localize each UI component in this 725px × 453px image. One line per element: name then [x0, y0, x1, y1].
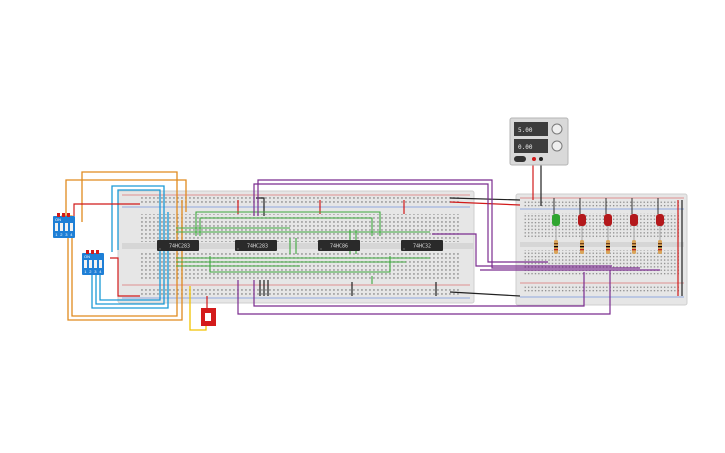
ic-chip-label: 74HC32	[413, 244, 431, 250]
led	[656, 198, 664, 240]
power-supply: 5.00 0.00	[509, 117, 569, 166]
led	[630, 198, 638, 240]
ic-chip-label: 74HC86	[330, 244, 348, 250]
green-wire	[209, 256, 391, 273]
dip-toggle[interactable]	[84, 260, 87, 268]
ic-chip-label: 74HC283	[169, 244, 190, 250]
led	[578, 198, 586, 240]
voltage-knob[interactable]	[551, 123, 563, 135]
slide-switch[interactable]	[201, 308, 216, 326]
ic-chip-label: 74HC283	[247, 244, 268, 250]
orange-wire	[65, 179, 187, 220]
black-wire	[256, 197, 265, 216]
purple-wire	[257, 179, 640, 269]
current-knob[interactable]	[551, 140, 563, 152]
purple-wire	[432, 233, 612, 267]
dip-toggle[interactable]	[70, 223, 73, 231]
resistor	[554, 240, 558, 254]
current-readout: 0.00	[518, 144, 533, 151]
resistor	[580, 240, 584, 254]
dip-switch-caps	[57, 213, 99, 254]
dip-toggle[interactable]	[89, 260, 92, 268]
dip-pin-number: 3	[94, 269, 97, 274]
resistor	[606, 240, 610, 254]
led	[604, 198, 612, 240]
green-wire	[199, 217, 373, 236]
black-wire	[449, 197, 521, 201]
ic-chip[interactable]: 74HC32	[401, 240, 443, 251]
red-wire	[449, 201, 521, 206]
dip-toggle[interactable]	[55, 223, 58, 231]
dip-pin-number: 4	[99, 269, 102, 274]
purple-wire	[253, 272, 585, 307]
power-button[interactable]	[514, 156, 526, 162]
dip-switch-on-label: ON	[84, 254, 90, 259]
black-wire	[449, 291, 521, 297]
dip-toggle[interactable]	[65, 223, 68, 231]
voltage-readout: 5.00	[518, 127, 533, 134]
blue-wire	[91, 212, 169, 309]
dip-pin-number: 2	[89, 269, 92, 274]
ic-chip[interactable]: 74HC283	[235, 240, 277, 251]
dip-pin-number: 1	[55, 232, 58, 237]
dip-pin-number: 2	[60, 232, 63, 237]
ic-chips: 74HC283 74HC283 74HC86 74HC32	[157, 240, 443, 251]
black-wires	[256, 164, 683, 297]
ic-chip[interactable]: 74HC86	[318, 240, 360, 251]
positive-terminal	[532, 157, 536, 161]
dip-toggle[interactable]	[99, 260, 102, 268]
dip-switch-on-label: ON	[55, 217, 61, 222]
dip-toggle[interactable]	[60, 223, 63, 231]
purple-wire	[237, 270, 611, 315]
green-wires	[176, 211, 430, 284]
red-wire	[110, 257, 140, 297]
dip-toggle[interactable]	[94, 260, 97, 268]
purple-wire	[253, 183, 548, 263]
resistor	[658, 240, 662, 254]
negative-terminal	[539, 157, 543, 161]
led-array	[552, 198, 664, 254]
dip-pin-number: 1	[84, 269, 87, 274]
ic-chip[interactable]: 74HC283	[157, 240, 199, 251]
resistor	[632, 240, 636, 254]
dip-pin-number: 4	[70, 232, 73, 237]
green-wire	[195, 211, 381, 236]
purple-wires	[237, 179, 660, 315]
dip-pin-number: 3	[65, 232, 68, 237]
red-wire	[73, 203, 140, 216]
led	[552, 198, 560, 240]
